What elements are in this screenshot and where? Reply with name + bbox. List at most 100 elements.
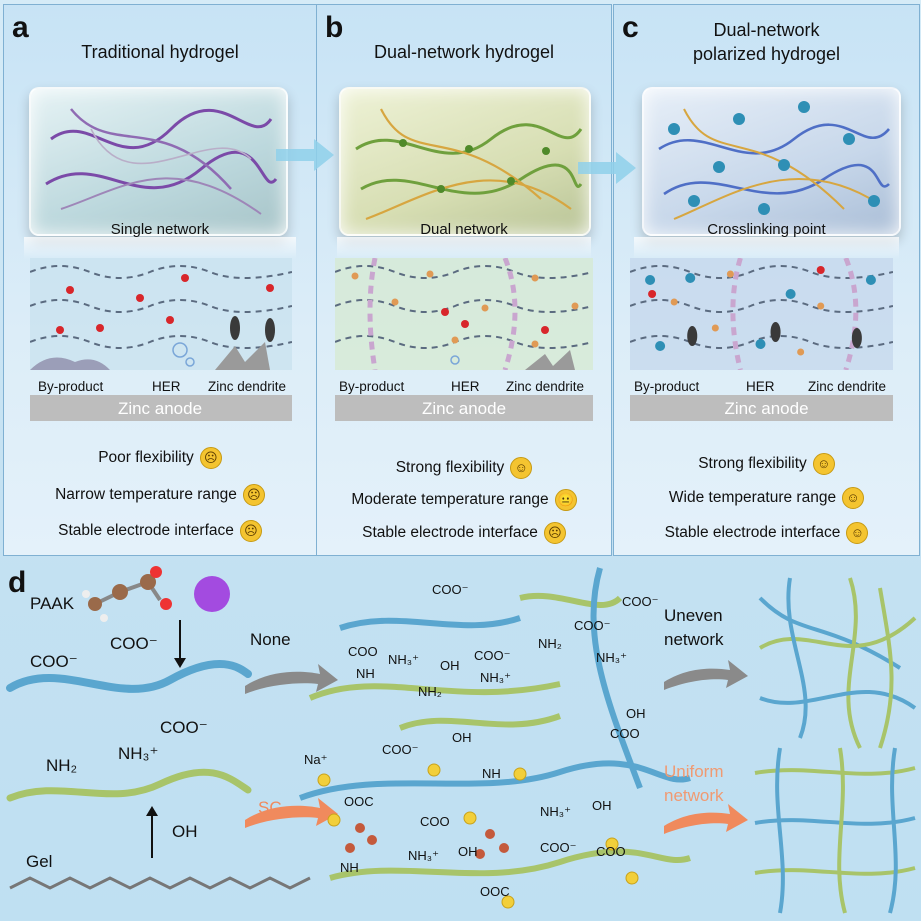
interface-scene xyxy=(630,258,893,370)
carboxylate-label: COO⁻ xyxy=(110,634,158,653)
sc-arrow-icon xyxy=(245,798,338,828)
group-label: OH xyxy=(592,798,612,813)
sad-face-icon: ☹ xyxy=(199,447,222,469)
property-text: Stable electrode interface xyxy=(58,522,234,540)
property-row: Wide temperature range☺ xyxy=(614,487,919,509)
group-label: COO xyxy=(348,644,378,659)
surface-label-byproduct: By-product xyxy=(38,379,104,394)
zinc-anode xyxy=(335,395,593,421)
group-label: NH xyxy=(482,766,501,781)
property-row: Moderate temperature range😐 xyxy=(317,489,611,511)
group-label: COO xyxy=(420,814,450,829)
uneven-network xyxy=(758,577,917,749)
group-label: OH xyxy=(626,706,646,721)
property-row: Stable electrode interface☹ xyxy=(317,522,611,544)
carboxylate-label: COO⁻ xyxy=(30,652,78,671)
panel-letter: c xyxy=(622,11,639,44)
sad-face-icon: ☹ xyxy=(239,520,262,542)
uniform-label-line1: Uniform xyxy=(664,762,724,781)
chain-and-water-scene xyxy=(335,258,593,370)
property-text: Moderate temperature range xyxy=(351,491,549,509)
property-row: Strong flexibility ☺ xyxy=(614,453,919,475)
group-label: NH₃⁺ xyxy=(596,650,627,665)
group-label: COO⁻ xyxy=(574,618,611,633)
happy-face-icon: ☺ xyxy=(842,487,865,509)
light-beam xyxy=(337,237,591,259)
surface-label-her: HER xyxy=(746,379,775,394)
none-arrow-icon xyxy=(245,664,338,694)
paak-molecule-icon xyxy=(82,566,172,622)
hydrogel-cube xyxy=(339,87,591,236)
zinc-anode xyxy=(30,395,292,421)
sodium-ion-icon xyxy=(317,763,639,909)
hydroxyl-label: OH xyxy=(172,822,198,841)
hydrogel-cube xyxy=(29,87,288,236)
uniform-arrow-icon xyxy=(664,804,748,834)
path-label-sc: SC xyxy=(258,798,282,817)
chain-and-ion-scene xyxy=(630,258,893,370)
group-label: OOC xyxy=(480,884,510,899)
group-label: NH₃⁺ xyxy=(408,848,439,863)
group-label: COO xyxy=(596,844,626,859)
group-label: COO⁻ xyxy=(382,742,419,757)
property-text: Narrow temperature range xyxy=(55,486,237,504)
happy-face-icon: ☺ xyxy=(812,453,835,475)
panel-b: b Dual-network hydrogel Dual network xyxy=(316,4,612,556)
uniform-label-line2: network xyxy=(664,786,724,805)
gel-molecule xyxy=(9,876,311,890)
happy-face-icon: ☺ xyxy=(846,522,869,544)
group-label: OH xyxy=(458,844,478,859)
carboxylate-label: COO⁻ xyxy=(160,718,208,737)
potassium-ion-icon xyxy=(194,576,230,612)
citrate-molecule-icon xyxy=(345,823,509,859)
property-row: Stable electrode interface☺ xyxy=(614,522,919,544)
paak-label: PAAK xyxy=(30,594,75,613)
group-label: OOC xyxy=(344,794,374,809)
callout-label: Single network xyxy=(110,221,210,238)
group-label: COO xyxy=(610,726,640,741)
polarized-network-chains xyxy=(658,101,890,220)
light-beam xyxy=(634,237,899,259)
hydrogel-cube xyxy=(642,87,901,236)
panel-title-line2: polarized hydrogel xyxy=(692,44,841,64)
panel-letter: d xyxy=(8,566,27,599)
right-arrow-icon xyxy=(276,139,334,171)
interface-scene xyxy=(335,258,593,370)
anode-label: Zinc anode xyxy=(724,399,809,418)
interface-scene xyxy=(30,258,292,370)
group-label: OH xyxy=(452,730,472,745)
uneven-label-line1: Uneven xyxy=(664,606,723,625)
surface-label-her: HER xyxy=(152,379,181,394)
surface-label-her: HER xyxy=(451,379,480,394)
group-label: NH xyxy=(356,666,375,681)
panel-title-line1: Dual-network xyxy=(713,20,820,40)
amine-label: NH₂ xyxy=(46,756,78,775)
group-label: NH₃⁺ xyxy=(388,652,419,667)
sodium-label: Na⁺ xyxy=(304,752,328,767)
panel-letter: a xyxy=(12,11,29,44)
panel-title: Dual-network hydrogel xyxy=(373,42,555,62)
surface-label-byproduct: By-product xyxy=(339,379,405,394)
group-label: COO⁻ xyxy=(432,582,469,597)
group-label: COO⁻ xyxy=(474,648,511,663)
panel-letter: b xyxy=(325,11,344,44)
uneven-label-line2: network xyxy=(664,630,724,649)
sad-face-icon: ☹ xyxy=(543,522,566,544)
happy-face-icon: ☺ xyxy=(510,457,533,479)
path-label-none: None xyxy=(250,630,291,649)
group-label: NH xyxy=(340,860,359,875)
group-label: OH xyxy=(440,658,460,673)
group-label: COO⁻ xyxy=(622,594,659,609)
ammonium-label: NH₃⁺ xyxy=(118,744,159,763)
group-label: NH₃⁺ xyxy=(480,670,511,685)
surface-label-byproduct: By-product xyxy=(634,379,700,394)
surface-label-dendrite: Zinc dendrite xyxy=(506,379,585,394)
panel-c: c Dual-network polarized hydrogel Crossl… xyxy=(613,4,920,556)
chain-and-water-scene xyxy=(30,265,292,370)
dual-network-chains xyxy=(355,108,583,221)
property-text: Strong flexibility xyxy=(698,455,807,473)
anode-label: Zinc anode xyxy=(421,399,507,418)
property-text: Poor flexibility xyxy=(98,449,194,467)
sad-face-icon: ☹ xyxy=(242,484,265,506)
